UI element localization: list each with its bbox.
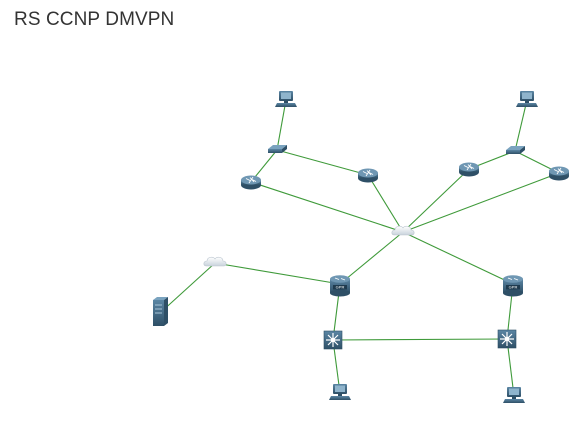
link-cloud-center-to-firewall-left xyxy=(339,231,404,285)
layer3-switch-icon xyxy=(323,330,343,350)
links-layer xyxy=(159,99,560,397)
server-icon xyxy=(152,296,169,327)
link-pc-top-right-to-switch-right xyxy=(514,99,528,152)
nodes-layer xyxy=(152,91,570,403)
link-router-right-2-to-cloud-center xyxy=(402,172,560,233)
router-icon xyxy=(548,166,570,181)
router-icon xyxy=(458,162,480,177)
cloud-icon xyxy=(391,225,415,236)
link-l3switch-right-to-pc-bottom-right xyxy=(506,338,515,397)
link-switch-left-to-router-left-2 xyxy=(276,149,369,176)
firewall-router-icon xyxy=(502,274,524,297)
pc-icon xyxy=(503,387,525,403)
pc-icon xyxy=(275,91,297,107)
cloud-icon xyxy=(203,256,227,267)
link-router-right-1-to-cloud-center xyxy=(402,168,470,233)
router-icon xyxy=(240,175,262,190)
link-l3switch-left-to-l3switch-right xyxy=(332,338,508,341)
layer3-switch-icon xyxy=(497,329,517,349)
link-router-left-1-to-cloud-center xyxy=(250,181,404,233)
link-cloud-left-to-firewall-left xyxy=(214,262,341,285)
link-router-left-2-to-cloud-center xyxy=(367,174,404,233)
link-cloud-center-to-firewall-right xyxy=(402,231,514,285)
pc-icon xyxy=(516,91,538,107)
page-title: RS CCNP DMVPN xyxy=(14,9,175,30)
pc-icon xyxy=(329,384,351,400)
firewall-router-icon xyxy=(329,274,351,297)
link-cloud-left-to-server xyxy=(159,262,216,314)
link-pc-top-left-to-switch-left xyxy=(276,99,287,151)
switch-icon xyxy=(506,146,525,154)
router-icon xyxy=(357,168,379,183)
